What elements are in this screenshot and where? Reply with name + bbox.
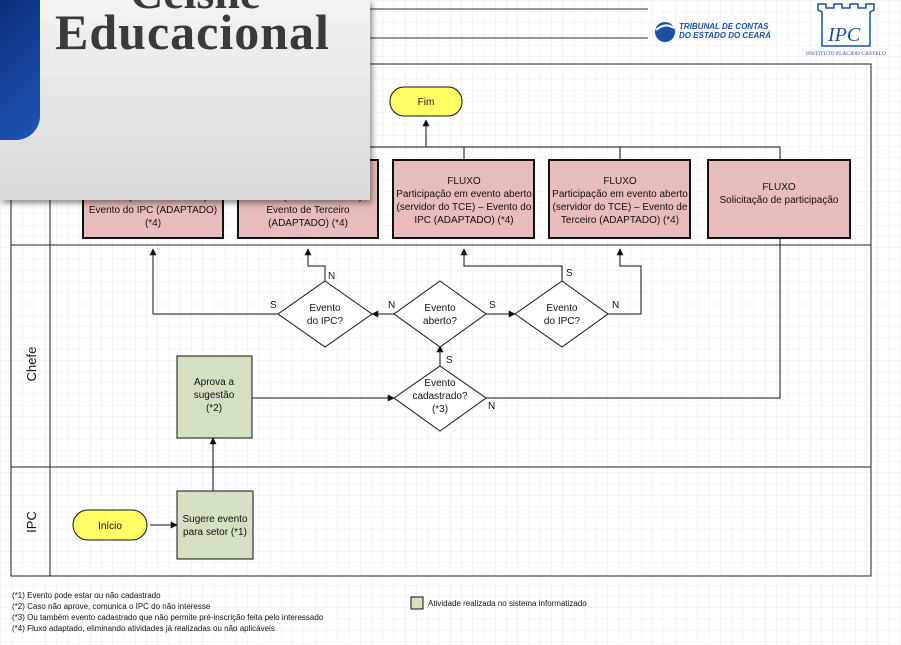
flow-box-5 [707, 159, 851, 239]
flow5-line-2: Solicitação de participação [720, 195, 839, 206]
footnote-4: (*4) Fluxo adaptado, eliminando atividad… [12, 624, 275, 633]
flow4-line-1: FLUXO [603, 176, 637, 187]
ipc-logo-caption: INSTITUTO PLÁCIDO CASTELO [806, 49, 886, 57]
flow3-line-4: IPC (ADAPTADO) (*4) [414, 215, 513, 226]
edge-label-n-ipc1: N [328, 271, 335, 282]
dec-cad-line-2: cadastrado? [412, 391, 467, 402]
edge-label-s-cadastrado: S [446, 355, 453, 366]
ipc-logo: IPC INSTITUTO PLÁCIDO CASTELO [806, 3, 886, 57]
edge-label-s-aberto: S [489, 300, 496, 311]
tce-logo-line1: TRIBUNAL DE CONTAS [679, 22, 769, 31]
dec-aberto-line-2: aberto? [423, 316, 457, 327]
aprova-line-3: (*2) [206, 403, 222, 414]
flow1-line-2: Evento do IPC (ADAPTADO) [89, 205, 217, 216]
overlay-blue-shape [0, 0, 40, 140]
edge-label-n-cadastrado: N [488, 401, 495, 412]
inicio-label: Início [98, 521, 122, 532]
connectors [149, 119, 784, 529]
edge-label-s-ipc2: S [566, 268, 573, 279]
fim-label: Fim [418, 97, 435, 108]
flow4-line-4: Terceiro (ADAPTADO) (*4) [561, 215, 679, 226]
flow3-line-1: FLUXO [447, 176, 481, 187]
footnote-1: (*1) Evento pode estar ou não cadastrado [12, 591, 161, 600]
decision-evento-cadastrado [393, 365, 487, 432]
dec-cad-line-3: (*3) [432, 404, 448, 415]
legend-swatch [410, 596, 424, 610]
edge-label-s-ipc1: S [270, 300, 277, 311]
flow4-line-2: Participação em evento aberto [552, 189, 688, 200]
ipc-logo-mark: IPC [827, 24, 861, 46]
flow3-line-3: (servidor do TCE) – Evento do [397, 202, 532, 213]
aprova-line-2: sugestão [194, 390, 235, 401]
dec-cad-line-1: Evento [424, 378, 456, 389]
flow-box-3 [392, 159, 535, 239]
flow2-line-3: (ADAPTADO) (*4) [268, 218, 348, 229]
footnote-2: (*2) Caso não aprove, comunica o IPC do … [12, 602, 211, 611]
flow5-line-1: FLUXO [762, 182, 796, 193]
decision-evento-do-ipc-1 [277, 280, 373, 348]
tce-logo-line2: DO ESTADO DO CEARÁ [679, 31, 771, 40]
overlay-partial-title: Ceisne [130, 0, 260, 19]
aprova-line-1: Aprova a [194, 377, 234, 388]
lane-label-chefe: Chefe [24, 347, 39, 382]
flow3-line-2: Participação em evento aberto [396, 189, 532, 200]
aprova-sugestao-box [176, 355, 253, 439]
fim-terminal [389, 86, 463, 117]
flow4-line-3: (servidor do TCE) – Evento de [553, 202, 688, 213]
footnote-3: (*3) Ou também evento cadastrado que não… [12, 613, 324, 622]
sugere-line-1: Sugere evento [182, 514, 247, 525]
dec-ipc1-line-1: Evento [309, 303, 341, 314]
castle-icon [817, 3, 875, 47]
decision-evento-do-ipc-2 [514, 280, 609, 348]
dec-ipc2-line-2: do IPC? [544, 316, 581, 327]
lane-label-ipc: IPC [24, 511, 39, 533]
dec-ipc1-line-2: do IPC? [307, 316, 344, 327]
flow1-line-3: (*4) [145, 218, 161, 229]
decision-evento-aberto [393, 280, 487, 348]
legend-label: Atividade realizada no sistema informati… [428, 599, 587, 608]
swimlane-frame [10, 63, 872, 577]
sugere-evento-box [176, 490, 254, 560]
tce-logo: TRIBUNAL DE CONTAS DO ESTADO DO CEARÁ [655, 22, 771, 42]
flow2-line-2: Evento de Terceiro [266, 205, 350, 216]
educacional-overlay: Ceisne Educacional [0, 0, 370, 200]
edge-label-n-aberto: N [388, 300, 395, 311]
dec-ipc2-line-1: Evento [546, 303, 578, 314]
flow-box-4 [548, 159, 691, 239]
edge-label-n-ipc2: N [612, 300, 619, 311]
overlay-title: Educacional [55, 4, 330, 60]
dec-aberto-line-1: Evento [424, 303, 456, 314]
sugere-line-2: para setor (*1) [183, 527, 247, 538]
inicio-terminal [72, 509, 148, 541]
